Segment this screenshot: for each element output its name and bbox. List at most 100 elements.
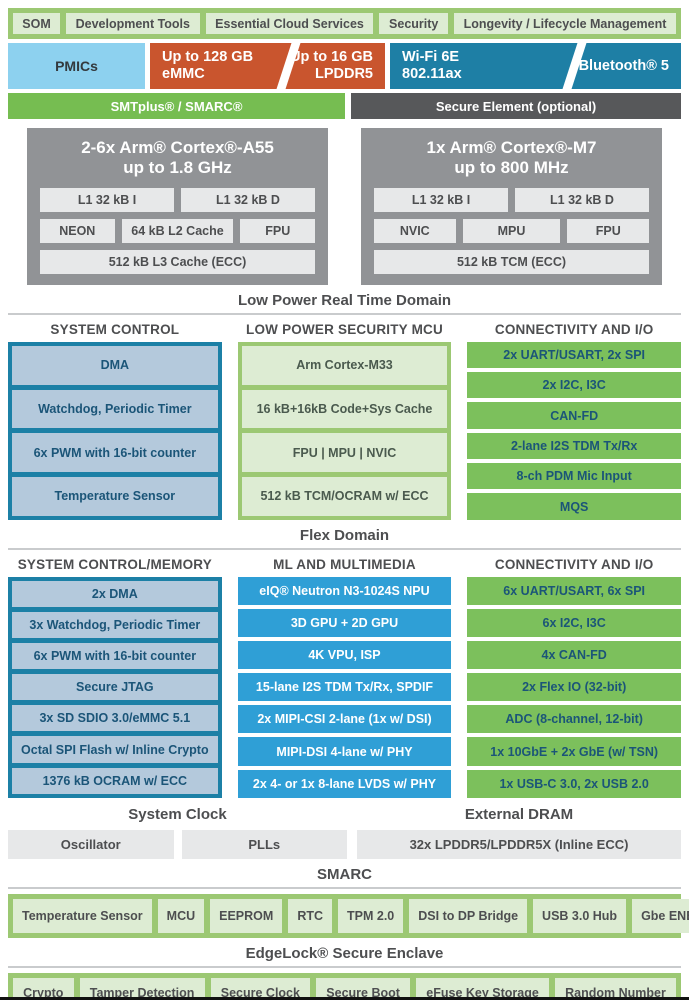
external-dram-cells: 32x LPDDR5/LPDDR5X (Inline ECC) — [357, 829, 681, 859]
i2c6-i3c-cell: 6x I2C, I3C — [467, 608, 681, 638]
wifi-standard: 802.11ax — [402, 66, 462, 82]
tpm-item: TPM 2.0 — [338, 898, 404, 933]
cpu-row: 2-6x Arm® Cortex®-A55 up to 1.8 GHz L1 3… — [8, 128, 681, 285]
crypto-item: Crypto — [13, 977, 74, 1000]
ml-multimedia-header: ML AND MULTIMEDIA — [273, 556, 416, 572]
fpu-mpu-nvic-cell: FPU | MPU | NVIC — [241, 433, 448, 473]
temp-sensor-cell: Temperature Sensor — [12, 477, 218, 516]
vpu-isp-cell: 4K VPU, ISP — [237, 641, 452, 670]
lvds-cell: 2x 4- or 1x 8-lane LVDS w/ PHY — [237, 769, 452, 798]
flex-io-cell: 2x Flex IO (32-bit) — [467, 673, 681, 702]
gpu-cell: 3D GPU + 2D GPU — [237, 608, 452, 638]
l1-icache-cell: L1 32 kB I — [40, 187, 174, 212]
cpu-name: 2-6x Arm® Cortex®-A55 — [81, 138, 274, 157]
wifi-name: Wi-Fi 6E — [402, 49, 460, 66]
mipi-dsi-cell: MIPI-DSI 4-lane w/ PHY — [237, 737, 452, 766]
flex-system-control-header: SYSTEM CONTROL — [50, 321, 180, 337]
oscillator-cell: Oscillator — [8, 829, 174, 859]
cortex-a55-title: 2-6x Arm® Cortex®-A55 up to 1.8 GHz — [40, 138, 315, 179]
main-domain-headers: SYSTEM CONTROL/MEMORY ML AND MULTIMEDIA … — [8, 555, 681, 577]
tamper-detection-item: Tamper Detection — [79, 977, 205, 1000]
clock-dram-row: System Clock Oscillator PLLs External DR… — [8, 806, 681, 859]
l2-cache-cell: 64 kB L2 Cache — [121, 218, 234, 243]
smarc-caption: SMARC — [317, 865, 372, 883]
tcm-ocram-cell: 512 kB TCM/OCRAM w/ ECC — [241, 477, 448, 516]
fpu-cell: FPU — [240, 218, 316, 243]
edgelock-caption: EdgeLock® Secure Enclave — [245, 944, 444, 962]
emmc-label: Up to 128 GB eMMC — [162, 49, 253, 82]
external-dram-group: External DRAM 32x LPDDR5/LPDDR5X (Inline… — [357, 806, 681, 859]
smarc-banner: Temperature Sensor MCU EEPROM RTC TPM 2.… — [8, 893, 689, 938]
mcu-item: MCU — [157, 898, 205, 933]
pwm-cell: 6x PWM with 16-bit counter — [12, 433, 218, 473]
banner-item-cloud: Essential Cloud Services — [205, 13, 374, 34]
main-domain-columns: 2x DMA 3x Watchdog, Periodic Timer 6x PW… — [8, 576, 681, 798]
units-row: NEON 64 kB L2 Cache FPU — [40, 218, 316, 243]
lpddr-label: Up to 16 GB LPDDR5 — [290, 49, 373, 82]
flex-system-control-column: DMA Watchdog, Periodic Timer 6x PWM with… — [8, 341, 222, 520]
system-clock-header: System Clock — [128, 805, 227, 823]
lpddr-type: LPDDR5 — [314, 66, 373, 82]
neon-cell: NEON — [40, 218, 115, 243]
dma2-cell: 2x DMA — [12, 580, 218, 607]
temp-sensor-item: Temperature Sensor — [13, 898, 152, 933]
carrier-row: SMTplus® / SMARC® Secure Element (option… — [8, 93, 681, 119]
l1-cache-row: L1 32 kB I L1 32 kB D — [40, 187, 315, 212]
tcm-row: 512 kB TCM (ECC) — [374, 249, 649, 274]
main-connectivity-header: CONNECTIVITY AND I/O — [494, 556, 654, 572]
secure-jtag-cell: Secure JTAG — [12, 674, 218, 701]
banner-item-dev-tools: Development Tools — [66, 13, 200, 34]
edgelock-banner: Crypto Tamper Detection Secure Clock Sec… — [8, 972, 681, 1000]
secure-clock-item: Secure Clock — [210, 977, 311, 1000]
top-feature-banner: SOM Development Tools Essential Cloud Se… — [8, 8, 681, 39]
wifi-label: Wi-Fi 6E 802.11ax — [402, 49, 462, 82]
flex-domain-headers: SYSTEM CONTROL LOW POWER SECURITY MCU CO… — [8, 320, 681, 342]
banner-item-som: SOM — [13, 13, 61, 34]
ethernet-cell: 1x 10GbE + 2x GbE (w/ TSN) — [467, 737, 681, 766]
can-fd-cell: CAN-FD — [467, 402, 681, 429]
flex-domain-caption: Flex Domain — [299, 526, 390, 544]
secure-boot-item: Secure Boot — [316, 977, 411, 1000]
ocram-cell: 1376 kB OCRAM w/ ECC — [12, 767, 218, 794]
mqs-cell: MQS — [467, 493, 681, 520]
cpu-name: 1x Arm® Cortex®-M7 — [426, 138, 597, 157]
i2c-i3c-cell: 2x I2C, I3C — [467, 372, 681, 399]
l3-cache-cell: 512 kB L3 Cache (ECC) — [40, 249, 315, 274]
mpu-cell: MPU — [462, 218, 561, 243]
flex-connectivity-column: 2x UART/USART, 2x SPI 2x I2C, I3C CAN-FD… — [467, 341, 681, 520]
cortex-m7-title: 1x Arm® Cortex®-M7 up to 800 MHz — [374, 138, 649, 179]
usb-cell: 1x USB-C 3.0, 2x USB 2.0 — [467, 769, 681, 798]
cortex-m7-block: 1x Arm® Cortex®-M7 up to 800 MHz L1 32 k… — [361, 128, 662, 285]
system-clock-cells: Oscillator PLLs — [8, 829, 347, 859]
i2s-spdif-cell: 15-lane I2S TDM Tx/Rx, SPDIF — [237, 673, 452, 702]
uart-spi-cell: 2x UART/USART, 2x SPI — [467, 341, 681, 369]
system-clock-group: System Clock Oscillator PLLs — [8, 806, 347, 859]
pdm-mic-cell: 8-ch PDM Mic Input — [467, 463, 681, 490]
emmc-type: eMMC — [162, 66, 205, 82]
cpu-speed: up to 1.8 GHz — [123, 158, 232, 178]
mipi-csi-cell: 2x MIPI-CSI 2-lane (1x w/ DSI) — [237, 705, 452, 734]
fpu-cell: FPU — [567, 218, 649, 243]
flex-security-mcu-column: Arm Cortex-M33 16 kB+16kB Code+Sys Cache… — [237, 341, 452, 520]
watchdog-cell: Watchdog, Periodic Timer — [12, 389, 218, 429]
storage-block: Up to 128 GB eMMC Up to 16 GB LPDDR5 — [150, 43, 385, 89]
efuse-key-item: eFuse Key Storage — [416, 977, 549, 1000]
l1-icache-cell: L1 32 kB I — [374, 187, 508, 212]
emmc-capacity: Up to 128 GB — [162, 49, 254, 66]
pwm6-cell: 6x PWM with 16-bit counter — [12, 643, 218, 670]
watchdog3-cell: 3x Watchdog, Periodic Timer — [12, 611, 218, 639]
random-number-item: Random Number — [554, 977, 677, 1000]
wireless-labels: Wi-Fi 6E 802.11ax Bluetooth® 5 — [390, 43, 681, 89]
l3-cache-row: 512 kB L3 Cache (ECC) — [40, 249, 315, 274]
i2s-tdm-cell: 2-lane I2S TDM Tx/Rx — [467, 432, 681, 460]
storage-labels: Up to 128 GB eMMC Up to 16 GB LPDDR5 — [150, 43, 385, 89]
octal-spi-cell: Octal SPI Flash w/ Inline Crypto — [12, 736, 218, 763]
section-divider — [8, 547, 681, 550]
flex-connectivity-header: CONNECTIVITY AND I/O — [494, 321, 654, 337]
main-system-control-column: 2x DMA 3x Watchdog, Periodic Timer 6x PW… — [8, 576, 222, 798]
section-divider — [8, 965, 681, 968]
nvic-cell: NVIC — [374, 218, 456, 243]
tcm-cell: 512 kB TCM (ECC) — [374, 249, 649, 274]
banner-item-longevity: Longevity / Lifecycle Management — [453, 13, 677, 34]
